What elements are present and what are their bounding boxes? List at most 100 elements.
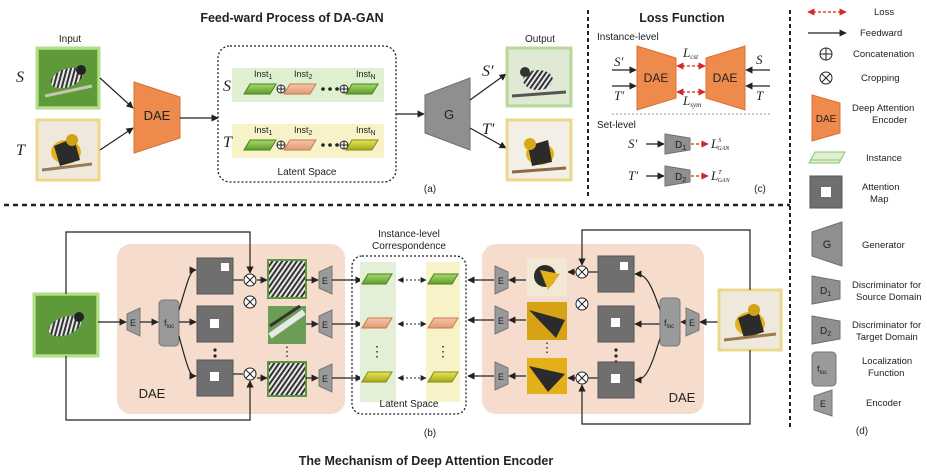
svg-text:InstN: InstN xyxy=(356,125,376,137)
target-symbol: T xyxy=(16,142,26,159)
dae-block-a xyxy=(133,81,181,154)
legend-disc-target-line1: Discriminator for xyxy=(852,320,921,331)
legend-localization-line2: Function xyxy=(868,368,904,379)
svg-text:DAE: DAE xyxy=(816,114,837,125)
attention-map-legend-icon xyxy=(809,175,843,209)
instance-level-label: Instance-level xyxy=(597,32,659,43)
attention-maps-right xyxy=(597,255,635,399)
svg-text:E: E xyxy=(322,374,328,384)
discriminator-d1-legend-icon xyxy=(811,275,841,305)
svg-text:G: G xyxy=(823,239,832,251)
output-s-prime-image xyxy=(505,46,573,108)
svg-text:E: E xyxy=(322,276,328,286)
correspondence-arrows xyxy=(397,277,427,381)
cropped-patches-right: ⋮ xyxy=(527,258,567,394)
legend-concatenation: Concatenation xyxy=(853,49,914,60)
legend-dae-line2: Encoder xyxy=(872,115,907,126)
dae-label-b-right: DAE xyxy=(669,390,696,405)
legend-localization-line1: Localization xyxy=(862,356,912,367)
input-label: Input xyxy=(59,34,81,45)
svg-text:InstN: InstN xyxy=(356,69,376,81)
svg-text:floc: floc xyxy=(817,364,827,376)
svg-text:D1: D1 xyxy=(675,140,686,152)
legend-disc-target-line2: Target Domain xyxy=(856,332,918,343)
concatenation-icon xyxy=(819,47,833,61)
discriminator-d2-block xyxy=(664,165,691,187)
generator-block xyxy=(424,77,471,151)
dae-block-c-left xyxy=(636,45,677,111)
source-bird-image xyxy=(35,46,101,110)
dae-label-a: DAE xyxy=(144,108,171,123)
loss-sym: Lsym xyxy=(682,93,701,109)
dae-legend-icon xyxy=(811,94,841,142)
legend-dae-line1: Deep Attention xyxy=(852,103,914,114)
svg-text:E: E xyxy=(498,276,504,286)
legend-encoder: Encoder xyxy=(866,398,901,409)
legend-attention-line2: Map xyxy=(870,194,888,205)
panel-c: Loss Function Instance-level S′ T′ DAE D… xyxy=(597,11,770,195)
right-target-image xyxy=(717,288,783,352)
svg-text:Inst2: Inst2 xyxy=(294,125,313,137)
dae-label-c-left: DAE xyxy=(644,71,669,85)
correspondence-line1: Instance-level xyxy=(378,229,440,240)
t-row-instances: Inst1 Inst2 InstN xyxy=(243,125,379,151)
svg-text:D2: D2 xyxy=(675,172,686,184)
generator-label: G xyxy=(444,107,454,122)
encoders-left: E E E xyxy=(306,265,333,393)
legend-feedward: Feedward xyxy=(860,28,902,39)
dae-label-b-left: DAE xyxy=(139,386,166,401)
correspondence-line2: Correspondence xyxy=(372,241,446,252)
svg-text:⋮: ⋮ xyxy=(281,344,294,359)
loss-t-symbol: T xyxy=(756,88,764,103)
dae-block-c-right xyxy=(705,45,746,111)
discriminator-d1-block xyxy=(664,133,691,155)
panel-c-title: Loss Function xyxy=(639,11,724,25)
encoders-right: E E E xyxy=(494,265,509,391)
cropping-icon xyxy=(819,71,833,85)
panel-b-caption: (b) xyxy=(424,428,436,439)
set-t-prime: T′ xyxy=(628,168,638,183)
floc-left xyxy=(158,299,180,347)
panel-b: DAE DAE E floc xyxy=(32,229,783,468)
svg-text:E: E xyxy=(130,318,136,328)
svg-text:Inst2: Inst2 xyxy=(294,69,313,81)
latent-t-symbol: T xyxy=(223,134,233,151)
legend-instance: Instance xyxy=(866,153,902,164)
loss-cst: Lcst xyxy=(682,45,699,61)
set-s-prime: S′ xyxy=(628,136,638,151)
loss-t-prime: T′ xyxy=(614,88,624,103)
svg-text:E: E xyxy=(498,316,504,326)
legend-disc-source-line1: Discriminator for xyxy=(852,280,921,291)
legend-attention-line1: Attention xyxy=(862,182,900,193)
legend-disc-source-line2: Source Domain xyxy=(856,292,921,303)
svg-text:D2: D2 xyxy=(820,326,831,338)
source-symbol: S xyxy=(16,69,24,86)
legend-panel: Loss Feedward Concatenation Cropping DAE… xyxy=(807,7,921,437)
svg-text:floc: floc xyxy=(164,318,174,330)
encoder-right-input xyxy=(685,307,700,337)
panel-a: Feed-ward Process of DA-GAN Input Output… xyxy=(16,11,573,195)
latent-space-label-b: Latent Space xyxy=(380,399,439,410)
svg-text:⋮: ⋮ xyxy=(541,340,554,355)
latent-space-box-b xyxy=(351,255,467,415)
latent-space-label-a: Latent Space xyxy=(278,167,337,178)
panel-c-caption: (c) xyxy=(754,184,766,195)
loss-s-prime: S′ xyxy=(614,54,624,69)
encoder-legend-icon xyxy=(813,389,833,417)
encoder-left-input xyxy=(126,307,141,337)
svg-text:floc: floc xyxy=(664,318,674,330)
set-level-label: Set-level xyxy=(597,120,636,131)
attention-maps-left xyxy=(196,257,234,397)
panel-b-title: The Mechanism of Deep Attention Encoder xyxy=(299,454,554,468)
legend-cropping: Cropping xyxy=(861,73,900,84)
loss-s-symbol: S xyxy=(756,52,763,67)
output-s-prime: S′ xyxy=(482,63,494,80)
output-t-prime-image xyxy=(505,118,573,182)
s-row-instances: Inst1 Inst2 InstN xyxy=(243,69,379,95)
legend-generator: Generator xyxy=(862,240,905,251)
floc-legend-icon xyxy=(811,351,837,387)
svg-text:⋮: ⋮ xyxy=(370,343,384,359)
